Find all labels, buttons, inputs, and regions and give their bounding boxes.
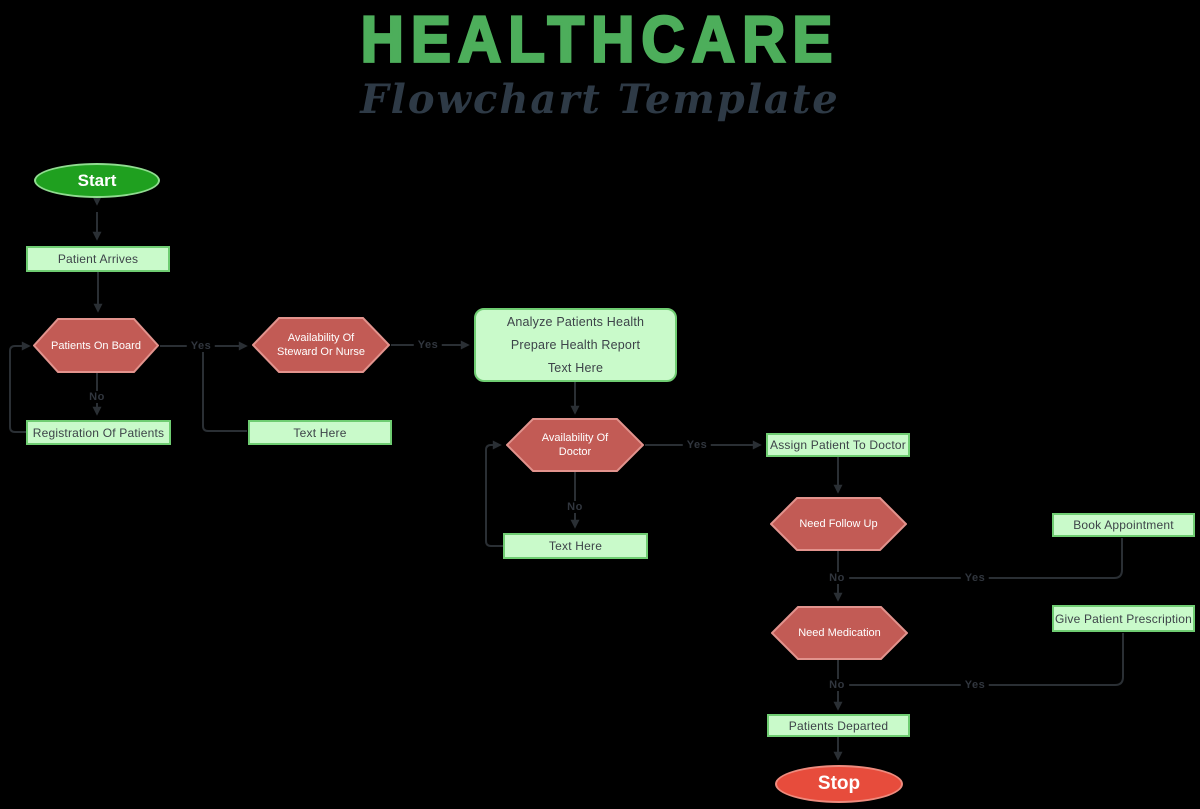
edge-label-medication-yes: Yes bbox=[960, 679, 990, 691]
node-patients-on-board: Patients On Board bbox=[33, 318, 159, 373]
patients-on-board-label: Patients On Board bbox=[51, 339, 141, 352]
edge-label-followup-no: No bbox=[825, 572, 849, 584]
assign-doctor-label: Assign Patient To Doctor bbox=[770, 438, 906, 452]
node-text-here-2: Text Here bbox=[503, 533, 648, 559]
edge-label-medication-no: No bbox=[825, 679, 849, 691]
page-header: HEALTHCARE Flowchart Template bbox=[0, 0, 1200, 122]
node-analyze-health: Analyze Patients Health Prepare Health R… bbox=[474, 308, 677, 382]
edge-label-onboard-yes: Yes bbox=[186, 340, 216, 352]
need-follow-up-label: Need Follow Up bbox=[799, 518, 878, 530]
start-label: Start bbox=[77, 170, 117, 190]
text-here-2-label: Text Here bbox=[548, 539, 603, 553]
analyze-line3: Text Here bbox=[547, 360, 604, 375]
hexagon-shape bbox=[506, 418, 644, 472]
node-stop: Stop bbox=[775, 765, 903, 803]
stop-label: Stop bbox=[817, 773, 861, 794]
analyze-line1: Analyze Patients Health bbox=[506, 314, 645, 329]
patients-departed-label: Patients Departed bbox=[788, 718, 889, 733]
hexagon-shape bbox=[771, 606, 908, 660]
hexagon-shape bbox=[770, 497, 907, 551]
page-subtitle: Flowchart Template bbox=[360, 76, 840, 123]
edge-label-steward-yes: Yes bbox=[413, 339, 443, 351]
node-availability-doctor: Availability Of Doctor bbox=[506, 418, 644, 472]
node-give-prescription: Give Patient Prescription bbox=[1052, 605, 1195, 632]
text-here-1-label: Text Here bbox=[293, 425, 347, 440]
analyze-health-label: Analyze Patients Health Prepare Health R… bbox=[507, 311, 644, 380]
node-patient-arrives: Patient Arrives bbox=[26, 246, 170, 272]
patient-arrives-label: Patient Arrives bbox=[57, 252, 139, 266]
registration-label: Registration Of Patients bbox=[32, 425, 165, 440]
availability-steward-label: Availability Of Steward Or Nurse bbox=[277, 331, 365, 359]
node-availability-steward: Availability Of Steward Or Nurse bbox=[252, 317, 390, 373]
edge-label-doctor-no: No bbox=[563, 501, 587, 513]
hexagon-shape bbox=[252, 317, 390, 373]
node-registration: Registration Of Patients bbox=[26, 420, 171, 445]
node-text-here-1: Text Here bbox=[248, 420, 392, 445]
availability-doctor-label: Availability Of Doctor bbox=[542, 431, 608, 459]
node-book-appointment: Book Appointment bbox=[1052, 513, 1195, 537]
node-start: Start bbox=[34, 163, 160, 198]
page-title: HEALTHCARE bbox=[359, 2, 840, 77]
edge-label-doctor-yes: Yes bbox=[682, 439, 712, 451]
edge-texthere2-loop bbox=[485, 440, 503, 547]
availability-doctor-line2: Doctor bbox=[558, 446, 592, 458]
analyze-line2: Prepare Health Report bbox=[510, 337, 641, 352]
hexagon-shape bbox=[33, 318, 159, 373]
node-need-follow-up: Need Follow Up bbox=[770, 497, 907, 551]
edge-label-followup-yes: Yes bbox=[960, 572, 990, 584]
node-assign-doctor: Assign Patient To Doctor bbox=[766, 433, 910, 457]
availability-doctor-line1: Availability Of bbox=[541, 432, 609, 444]
node-patients-departed: Patients Departed bbox=[767, 714, 910, 737]
need-medication-label: Need Medication bbox=[798, 627, 881, 639]
availability-steward-line2: Steward Or Nurse bbox=[276, 346, 366, 358]
book-appointment-label: Book Appointment bbox=[1073, 518, 1174, 532]
node-need-medication: Need Medication bbox=[771, 606, 908, 660]
edge-label-onboard-no: No bbox=[85, 391, 109, 403]
availability-steward-line1: Availability Of bbox=[287, 332, 355, 344]
edge-texthere1-branch bbox=[202, 346, 247, 432]
give-prescription-label: Give Patient Prescription bbox=[1054, 611, 1193, 626]
